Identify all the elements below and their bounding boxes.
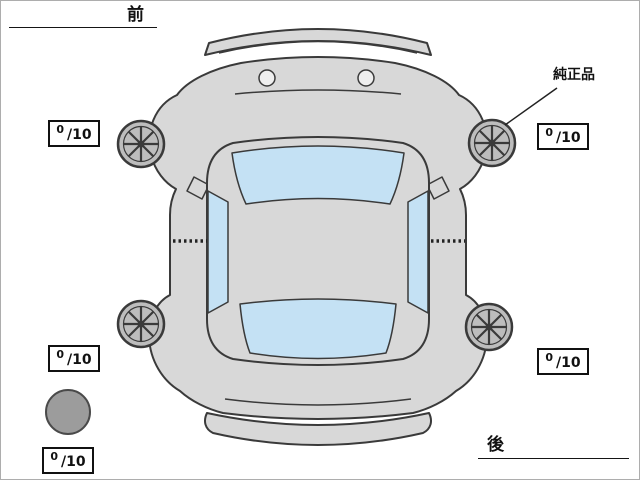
front-label-text: 前: [127, 5, 144, 25]
genuine-part-label: 純正品: [553, 67, 595, 83]
cowl-line: [234, 89, 402, 95]
tread-value: 0: [56, 123, 65, 136]
tread-max: /10: [556, 354, 581, 371]
rear-underline: [478, 458, 629, 459]
wheel-front-right: [467, 118, 517, 168]
tread-max: /10: [67, 126, 92, 143]
tread-value: 0: [56, 348, 65, 361]
wheel-front-left: [116, 119, 166, 169]
hood-cap-left: [258, 69, 276, 87]
rear-label-text: 後: [487, 435, 504, 455]
rear-glass: [239, 298, 397, 360]
genuine-part-pointer-line: [504, 87, 558, 126]
windshield-glass: [231, 145, 405, 205]
front-underline: [9, 27, 157, 28]
spare-tire: [45, 389, 91, 435]
tread-score-rear-right: 0 /10: [537, 348, 589, 375]
front-label: 前: [127, 5, 144, 25]
right-side-glass: [407, 190, 429, 314]
wheel-rear-left: [116, 299, 166, 349]
genuine-part-label-text: 純正品: [553, 67, 595, 83]
tread-max: /10: [556, 129, 581, 146]
left-side-glass: [207, 190, 229, 314]
front-bumper-seam: [218, 40, 418, 54]
tread-max: /10: [67, 351, 92, 368]
rear-label: 後: [487, 435, 504, 455]
tread-score-spare: 0 /10: [42, 447, 94, 474]
tread-value: 0: [545, 351, 554, 364]
hood-cap-right: [357, 69, 375, 87]
trunk-line: [224, 398, 412, 406]
wheel-rear-right: [464, 302, 514, 352]
tread-value: 0: [545, 126, 554, 139]
rear-bumper: [204, 412, 432, 446]
tread-value: 0: [50, 450, 59, 463]
tread-score-front-left: 0 /10: [48, 120, 100, 147]
tread-score-front-right: 0 /10: [537, 123, 589, 150]
tread-max: /10: [61, 453, 86, 470]
tread-score-rear-left: 0 /10: [48, 345, 100, 372]
left-mirror: [186, 176, 210, 200]
right-mirror: [426, 176, 450, 200]
